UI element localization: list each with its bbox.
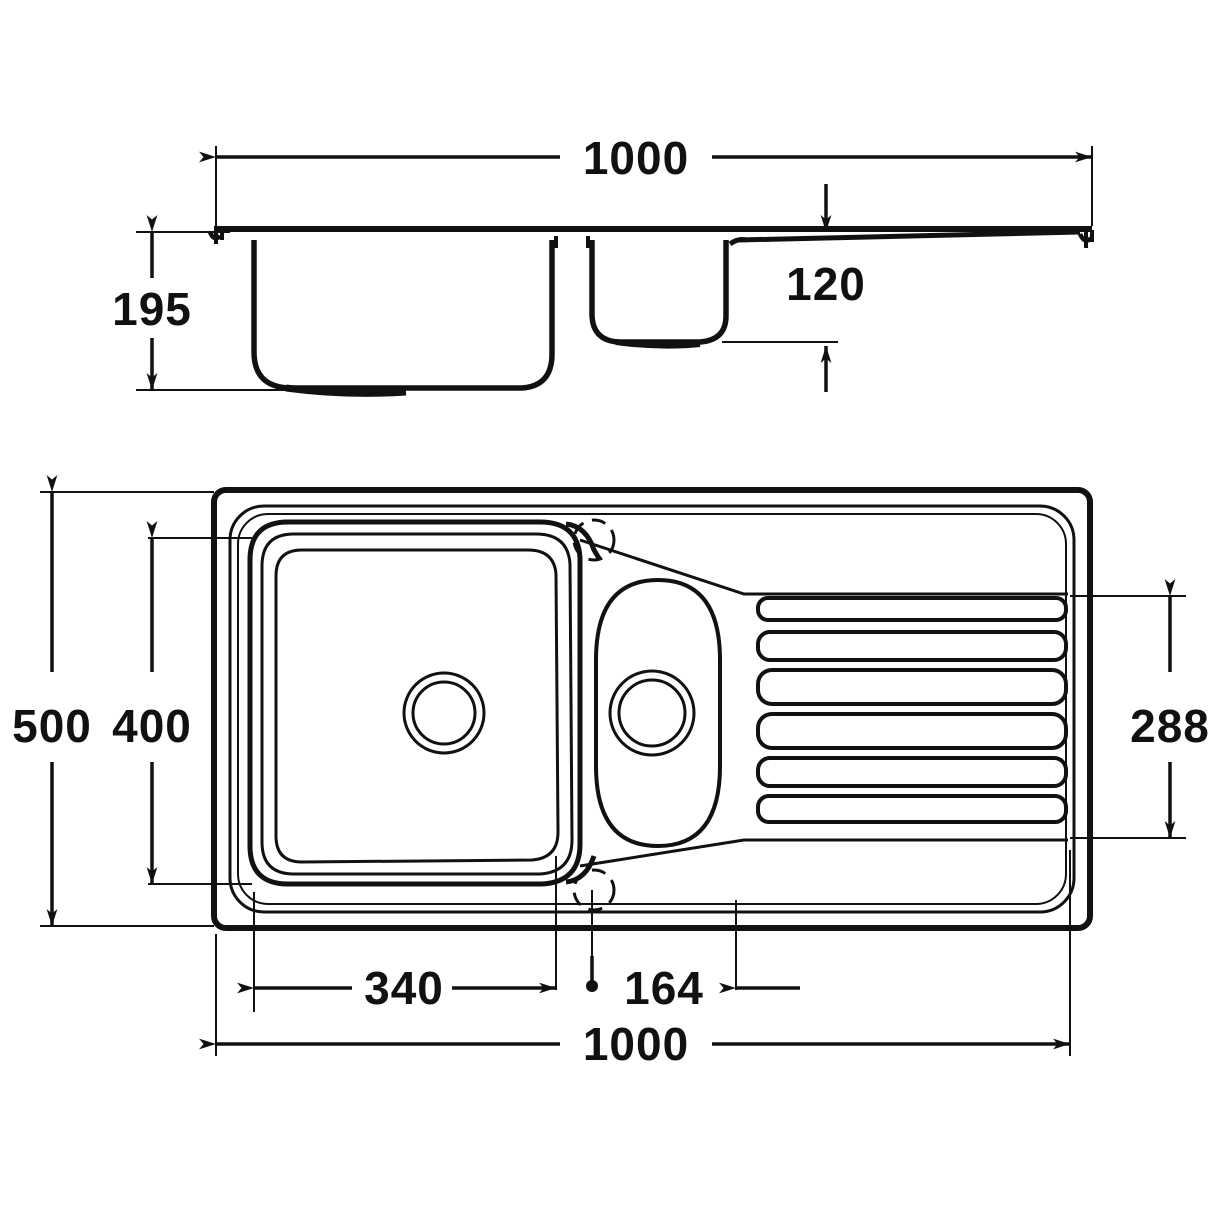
plan-drainer-grooves <box>756 596 1068 824</box>
elevation-main-bowl <box>251 240 555 391</box>
plan-bowl-depth-dimension: 400 <box>112 521 192 884</box>
elevation-half-bowl-base <box>615 339 701 349</box>
tap-hole-icon-lower <box>572 868 616 912</box>
plan-main-bowl-mid <box>260 532 574 876</box>
elevation-main-depth-dimension: 195 <box>112 215 292 391</box>
plan-half-waste-inner <box>617 678 687 748</box>
plan-main-bowl <box>247 519 583 887</box>
drainer-groove-4 <box>756 712 1068 750</box>
plan-rim-inner-1 <box>228 504 1076 914</box>
drainer-groove-3 <box>756 668 1068 706</box>
elevation-view: 1000 195 120 <box>112 132 1094 397</box>
plan-overall-depth-label: 500 <box>12 700 92 752</box>
drainer-groove-5 <box>756 756 1068 788</box>
plan-main-bowl-outer <box>247 519 583 887</box>
plan-overall-width-label: 1000 <box>583 1018 689 1070</box>
plan-drainer-depth-dimension: 288 <box>1130 579 1210 838</box>
plan-view: 500 400 288 <box>12 475 1210 1070</box>
elevation-drainer-slope <box>737 229 1081 243</box>
elevation-half-depth-dimension: 120 <box>722 184 866 392</box>
plan-bottom-extension-lines <box>215 850 1071 1056</box>
elevation-extension-lines <box>215 146 1093 232</box>
elevation-main-depth-label: 195 <box>112 283 192 335</box>
plan-sink-outline <box>211 487 1093 931</box>
plan-ledge-top <box>579 538 1068 596</box>
plan-overall-width-dimension: 1000 <box>199 1018 1070 1070</box>
elevation-rim-top <box>214 226 1092 232</box>
plan-half-bowl-offset-dimension: 164 <box>586 956 800 1014</box>
elevation-sink-body <box>207 226 1094 397</box>
plan-main-waste-outer <box>402 671 486 755</box>
plan-bowl-depth-label: 400 <box>112 700 192 752</box>
plan-left-extension-lines <box>40 491 252 927</box>
plan-main-waste-inner <box>411 680 477 746</box>
plan-half-bowl <box>594 577 722 849</box>
elevation-width-label: 1000 <box>583 132 689 184</box>
elevation-main-bowl-base <box>285 384 407 397</box>
plan-half-waste-outer <box>608 669 696 757</box>
tap-hole-icon-upper <box>572 518 616 562</box>
elevation-half-bowl <box>589 240 729 345</box>
elevation-width-dimension: 1000 <box>199 132 1092 184</box>
elevation-half-depth-label: 120 <box>786 258 866 310</box>
plan-tap-holes <box>572 518 616 912</box>
plan-overall-depth-dimension: 500 <box>12 475 92 926</box>
plan-main-bowl-width-dimension: 340 <box>237 962 556 1014</box>
drainer-groove-1 <box>756 596 1068 622</box>
drainer-groove-2 <box>756 630 1068 662</box>
plan-main-bowl-width-label: 340 <box>364 962 444 1014</box>
plan-main-bowl-inner <box>274 548 560 864</box>
plan-ledge-bottom <box>579 838 1068 868</box>
drainer-groove-6 <box>756 794 1068 824</box>
plan-rim-inner-2 <box>237 513 1067 905</box>
plan-drainer-depth-label: 288 <box>1130 700 1210 752</box>
plan-half-bowl-offset-label: 164 <box>624 962 704 1014</box>
plan-half-bowl-outer <box>594 577 722 849</box>
plan-outer-rim <box>211 487 1093 931</box>
